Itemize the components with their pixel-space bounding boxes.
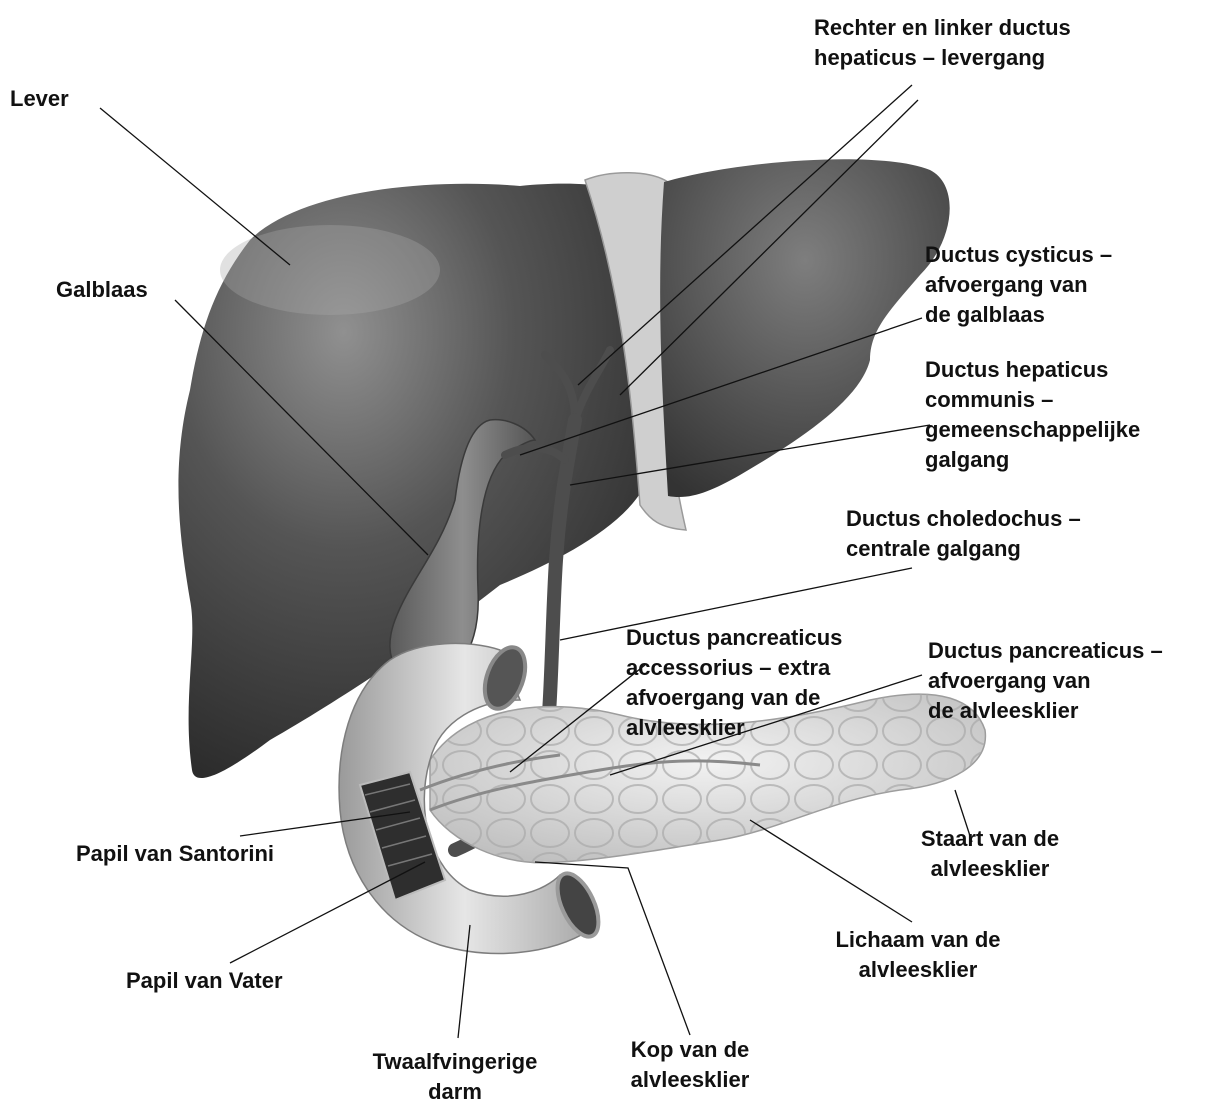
label-kop-alvleesklier: Kop van de alvleesklier	[600, 1035, 780, 1095]
label-ductus-hepaticus: Rechter en linker ductus hepaticus – lev…	[814, 13, 1071, 73]
label-ductus-pancreaticus: Ductus pancreaticus – afvoergang van de …	[928, 636, 1163, 726]
label-twaalfvingerige-darm: Twaalfvingerige darm	[340, 1047, 570, 1107]
label-staart-alvleesklier: Staart van de alvleesklier	[900, 824, 1080, 884]
label-papil-santorini: Papil van Santorini	[76, 839, 274, 869]
label-ductus-cysticus: Ductus cysticus – afvoergang van de galb…	[925, 240, 1112, 330]
liver-highlight	[220, 225, 440, 315]
label-papil-vater: Papil van Vater	[126, 966, 283, 996]
label-lever: Lever	[10, 84, 69, 114]
label-ductus-choledochus: Ductus choledochus – centrale galgang	[846, 504, 1081, 564]
label-ductus-hepaticus-communis: Ductus hepaticus communis – gemeenschapp…	[925, 355, 1140, 475]
label-lichaam-alvleesklier: Lichaam van de alvleesklier	[808, 925, 1028, 985]
label-galblaas: Galblaas	[56, 275, 148, 305]
label-ductus-pancreaticus-accessorius: Ductus pancreaticus accessorius – extra …	[626, 623, 842, 743]
